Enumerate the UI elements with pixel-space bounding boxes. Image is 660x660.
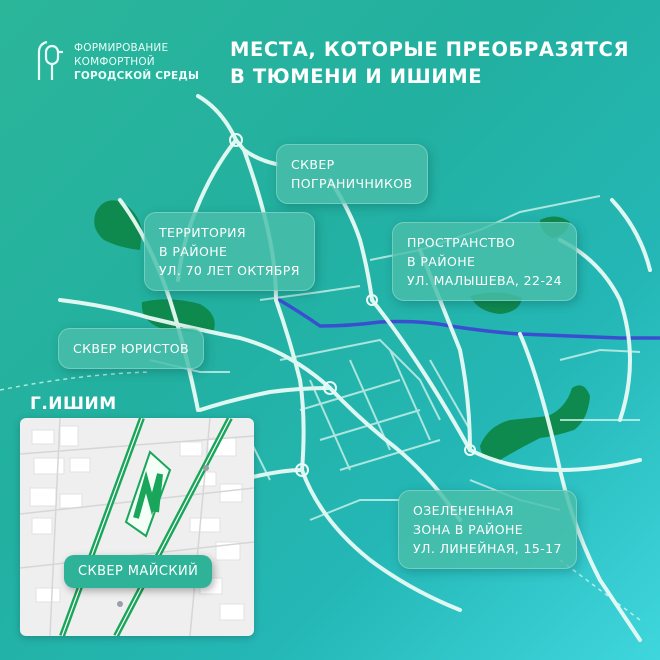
callout-skver-mayskiy: СКВЕР МАЙСКИЙ xyxy=(64,555,213,588)
callout-line: ОЗЕЛЕНЕННАЯ xyxy=(413,503,514,518)
park-east xyxy=(480,385,590,461)
callout-line: ПОГРАНИЧНИКОВ xyxy=(291,176,413,191)
page-title: МЕСТА, КОТОРЫЕ ПРЕОБРАЗЯТСЯ В ТЮМЕНИ И И… xyxy=(230,36,629,90)
railway xyxy=(0,371,151,391)
skver-mayskiy-marker-icon xyxy=(133,470,163,519)
title-line-1: МЕСТА, КОТОРЫЕ ПРЕОБРАЗЯТСЯ xyxy=(230,38,630,61)
ishim-city-label: Г.ИШИМ xyxy=(30,394,117,414)
callout-skver-pogranichnikov: СКВЕР ПОГРАНИЧНИКОВ xyxy=(276,144,428,204)
callout-skver-yuristov: СКВЕР ЮРИСТОВ xyxy=(58,328,204,369)
callout-line: ТЕРРИТОРИЯ xyxy=(159,225,247,240)
park-west xyxy=(141,299,215,332)
callout-line: СКВЕР ЮРИСТОВ xyxy=(73,341,189,356)
city-logo-icon xyxy=(37,40,63,80)
brand-text: ФОРМИРОВАНИЕ КОМФОРТНОЙ ГОРОДСКОЙ СРЕДЫ xyxy=(74,41,199,83)
callout-line: ПРОСТРАНСТВО xyxy=(407,235,516,250)
callout-territoriya-70-let-oktyabrya: ТЕРРИТОРИЯ В РАЙОНЕ УЛ. 70 ЛЕТ ОКТЯБРЯ xyxy=(144,212,315,291)
brand-line-2: КОМФОРТНОЙ xyxy=(74,56,155,68)
river xyxy=(275,296,660,340)
callout-line: В РАЙОНЕ xyxy=(159,244,228,259)
callout-ozelenennaya-zona-lineynaya: ОЗЕЛЕНЕННАЯ ЗОНА В РАЙОНЕ УЛ. ЛИНЕЙНАЯ, … xyxy=(398,490,577,569)
ishim-inset-map xyxy=(20,418,254,636)
brand-line-3: ГОРОДСКОЙ СРЕДЫ xyxy=(74,70,200,82)
title-line-2: В ТЮМЕНИ И ИШИМЕ xyxy=(230,65,483,88)
ishim-map-drawing xyxy=(20,418,254,636)
callout-line: УЛ. 70 ЛЕТ ОКТЯБРЯ xyxy=(159,263,300,278)
brand-logo: ФОРМИРОВАНИЕ КОМФОРТНОЙ ГОРОДСКОЙ СРЕДЫ xyxy=(36,40,199,90)
callout-line: В РАЙОНЕ xyxy=(407,254,476,269)
callout-line: СКВЕР xyxy=(291,157,335,172)
callout-line: ЗОНА В РАЙОНЕ xyxy=(413,522,524,537)
callout-line: УЛ. МАЛЫШЕВА, 22-24 xyxy=(407,273,562,288)
brand-line-1: ФОРМИРОВАНИЕ xyxy=(74,42,169,54)
callout-prostranstvo-malysheva: ПРОСТРАНСТВО В РАЙОНЕ УЛ. МАЛЫШЕВА, 22-2… xyxy=(392,222,577,301)
callout-line: УЛ. ЛИНЕЙНАЯ, 15-17 xyxy=(413,541,562,556)
